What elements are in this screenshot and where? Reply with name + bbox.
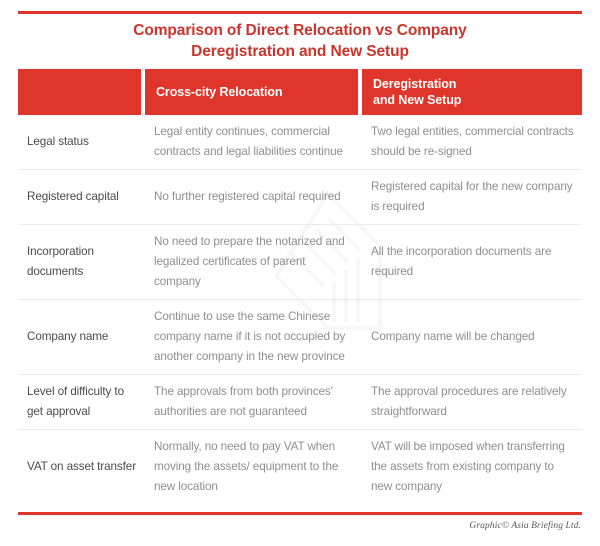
page-title-line-2: Deregistration and New Setup	[191, 43, 409, 60]
column-header-cross-city-relocation: Cross-city Relocation	[143, 69, 362, 115]
column-header-deregistration-line-2: and New Setup	[373, 93, 462, 107]
table-row: Level of difficulty to get approval The …	[18, 374, 582, 430]
row-cell-relocation: The approvals from both provinces' autho…	[143, 374, 360, 430]
table-header: Cross-city Relocation Deregistration and…	[18, 69, 582, 115]
row-label: Incorporation documents	[18, 224, 143, 300]
bottom-accent-rule	[18, 512, 582, 515]
row-cell-deregistration: VAT will be imposed when transferring th…	[371, 440, 565, 493]
table-row: Company name Continue to use the same Ch…	[18, 299, 582, 375]
row-label: VAT on asset transfer	[27, 460, 136, 473]
row-cell-relocation: No need to prepare the notarized and leg…	[143, 224, 360, 300]
column-header-criteria	[18, 69, 145, 115]
table-row: Incorporation documents No need to prepa…	[18, 224, 582, 300]
graphic-credit: Graphic© Asia Briefing Ltd.	[469, 521, 581, 531]
table-row: Legal status Legal entity continues, com…	[18, 115, 582, 170]
row-cell-relocation: Continue to use the same Chinese company…	[143, 299, 360, 375]
row-cell-deregistration: Company name will be changed	[360, 299, 582, 375]
page-title: Comparison of Direct Relocation vs Compa…	[18, 20, 582, 62]
row-cell-deregistration: Registered capital for the new company i…	[360, 169, 582, 225]
table-row: Registered capital No further registered…	[18, 169, 582, 225]
row-label: Registered capital	[18, 169, 143, 225]
comparison-table: Cross-city Relocation Deregistration and…	[18, 69, 582, 504]
table-row: VAT on asset transfer Normally, no need …	[18, 430, 582, 505]
row-cell-deregistration: Two legal entities, commercial contracts…	[360, 115, 582, 170]
row-cell-relocation: Normally, no need to pay VAT when moving…	[154, 440, 339, 493]
table-header-row: Cross-city Relocation Deregistration and…	[18, 69, 582, 115]
table-body: Legal status Legal entity continues, com…	[18, 115, 582, 504]
row-cell-relocation: Legal entity continues, commercial contr…	[143, 115, 360, 170]
column-header-deregistration-and-new-setup: Deregistration and New Setup	[360, 69, 582, 115]
row-cell-deregistration: All the incorporation documents are requ…	[360, 224, 582, 300]
top-accent-rule	[18, 11, 582, 14]
page-title-line-1: Comparison of Direct Relocation vs Compa…	[133, 22, 467, 39]
row-label: Company name	[18, 299, 143, 375]
column-header-deregistration-line-1: Deregistration	[373, 77, 457, 91]
row-label: Level of difficulty to get approval	[18, 374, 143, 430]
row-cell-relocation: No further registered capital required	[143, 169, 360, 225]
row-label: Legal status	[18, 115, 143, 170]
row-cell-deregistration: The approval procedures are relatively s…	[360, 374, 582, 430]
